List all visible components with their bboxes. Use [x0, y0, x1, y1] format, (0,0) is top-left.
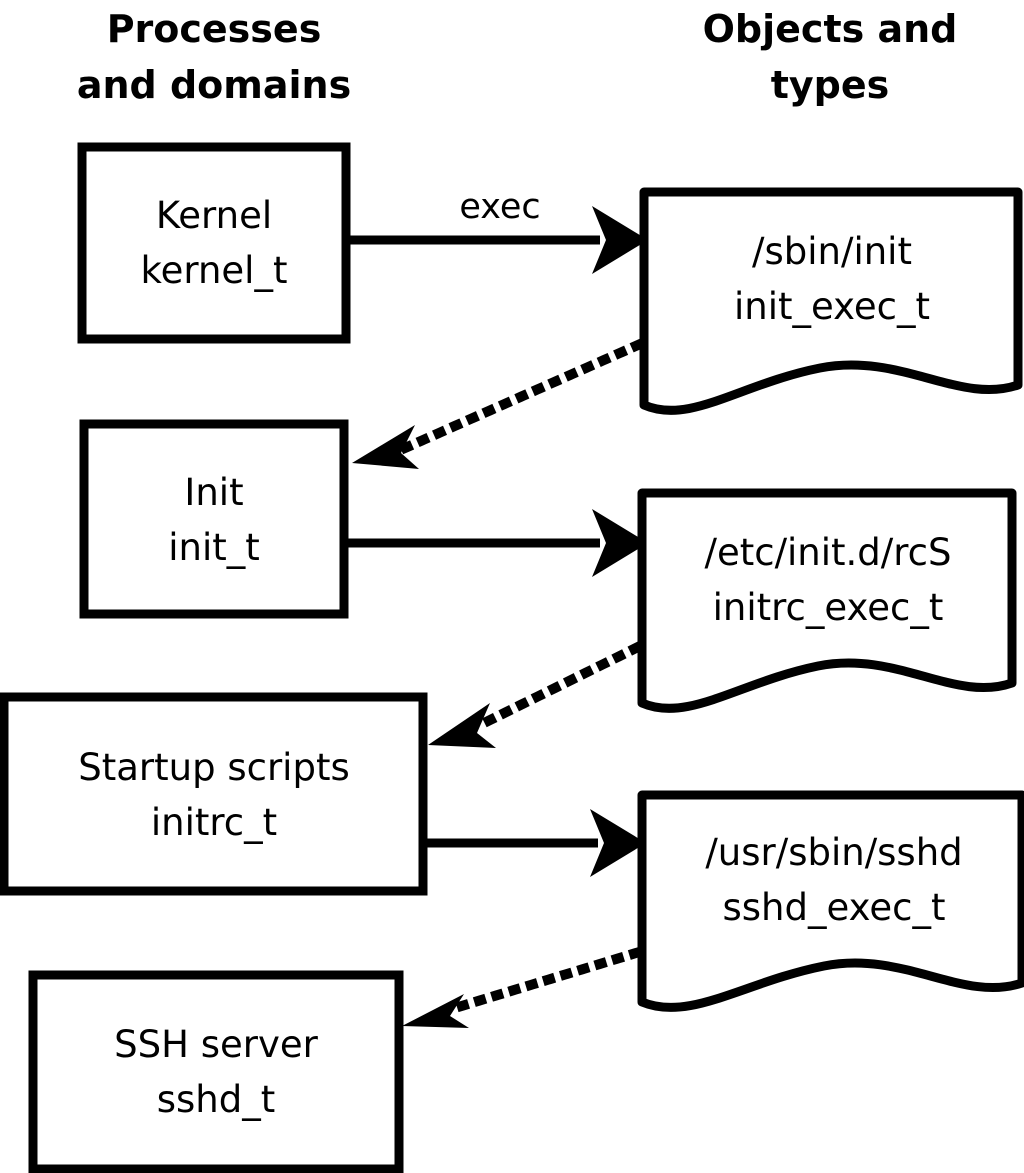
column-header-objects-line2: types	[771, 63, 890, 107]
column-header-processes: Processes and domains	[77, 7, 351, 107]
arrow-head	[428, 703, 496, 748]
edge-initrc-to-sshd-exec	[427, 809, 646, 877]
edge-label-exec: exec	[459, 187, 540, 227]
object-node-sshd-exec-path: /usr/sbin/sshd	[705, 831, 962, 874]
process-node-init-name: Init	[184, 471, 243, 514]
arrow-head	[352, 425, 419, 469]
arrow-head	[402, 994, 469, 1028]
edge-sshd-exec-to-sshd	[402, 946, 643, 1028]
process-node-sshd[interactable]: SSH server sshd_t	[28, 970, 404, 1173]
process-node-init[interactable]: Init init_t	[79, 419, 349, 619]
edge-line	[398, 338, 645, 455]
process-node-sshd-box[interactable]	[28, 970, 404, 1173]
object-node-initrc-exec-path: /etc/init.d/rcS	[704, 531, 951, 574]
object-node-init-exec-path: /sbin/init	[752, 230, 912, 273]
edge-kernel-exec-init-exec: exec	[350, 187, 648, 274]
process-node-kernel[interactable]: Kernel kernel_t	[77, 142, 351, 344]
edge-init-to-initrc-exec	[348, 509, 648, 577]
arrow-head	[590, 809, 646, 877]
arrow-head	[592, 509, 648, 577]
column-header-objects: Objects and types	[703, 7, 958, 107]
edge-init-exec-to-init	[352, 338, 645, 469]
object-node-init-exec-shape[interactable]	[639, 187, 1023, 415]
object-node-init-exec[interactable]: /sbin/init init_exec_t	[639, 187, 1023, 415]
object-node-sshd-exec-shape[interactable]	[637, 790, 1024, 1012]
edge-line	[473, 641, 643, 732]
process-node-kernel-type: kernel_t	[141, 249, 288, 292]
process-node-initrc-name: Startup scripts	[78, 746, 349, 789]
column-header-objects-line1: Objects and	[703, 7, 958, 51]
edge-initrc-exec-to-initrc	[428, 641, 643, 748]
object-node-sshd-exec-type: sshd_exec_t	[723, 886, 946, 929]
process-node-init-type: init_t	[168, 526, 260, 569]
process-node-kernel-name: Kernel	[156, 194, 272, 237]
object-node-init-exec-type: init_exec_t	[734, 285, 930, 328]
object-node-initrc-exec-type: initrc_exec_t	[713, 586, 944, 629]
object-node-initrc-exec-shape[interactable]	[637, 488, 1017, 713]
edge-line	[448, 946, 643, 1015]
process-node-initrc-type: initrc_t	[151, 801, 277, 844]
column-header-processes-line1: Processes	[107, 7, 322, 51]
arrow-head	[592, 206, 648, 274]
process-node-sshd-type: sshd_t	[157, 1078, 276, 1121]
process-node-initrc-box[interactable]	[0, 692, 428, 896]
object-node-initrc-exec[interactable]: /etc/init.d/rcS initrc_exec_t	[637, 488, 1017, 713]
process-node-kernel-box[interactable]	[77, 142, 351, 344]
object-node-sshd-exec[interactable]: /usr/sbin/sshd sshd_exec_t	[637, 790, 1024, 1012]
process-node-initrc[interactable]: Startup scripts initrc_t	[0, 692, 428, 896]
process-node-init-box[interactable]	[79, 419, 349, 619]
column-header-processes-line2: and domains	[77, 63, 351, 107]
process-node-sshd-name: SSH server	[114, 1023, 318, 1066]
